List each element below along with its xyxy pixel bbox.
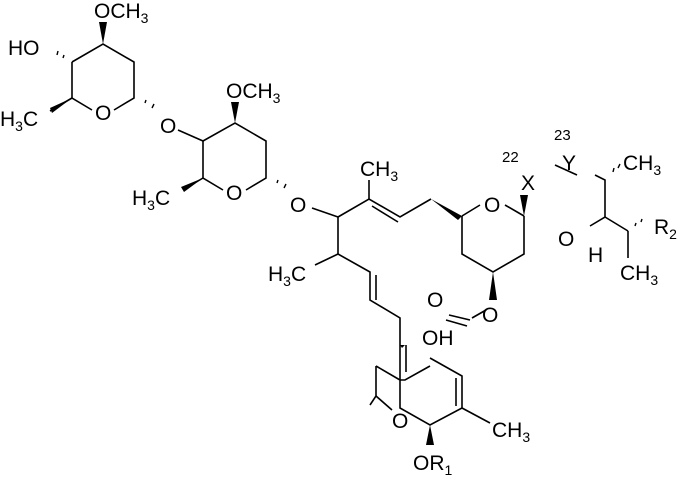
spiro-ring-oxygen-2: O xyxy=(558,228,574,251)
atom-y-label: Y xyxy=(562,152,576,175)
ethyl-methyl-label: CH3 xyxy=(620,262,658,288)
glycosidic-oxygen-2: O xyxy=(290,194,306,217)
hydroxyl-label: OH xyxy=(422,327,454,350)
sugar-2: OCH3 H3C O O xyxy=(132,80,306,217)
sugar2-methyl-label: H3C xyxy=(132,187,170,213)
sugar1-ring-oxygen: O xyxy=(95,102,111,125)
cyclohexene-methyl-label: CH3 xyxy=(492,419,530,445)
macrocycle: CH3 H3C xyxy=(268,158,462,380)
atom-x-label: X xyxy=(521,172,535,195)
furan-oxygen: O xyxy=(392,410,408,433)
macrocycle-methyl-label: H3C xyxy=(268,263,306,289)
sugar1-hydroxy-label: HO xyxy=(8,37,40,60)
spiroketal: O O 22 23 X Y CH3 R2 H CH3 xyxy=(461,127,677,300)
sugar1-methyl-label: H3C xyxy=(0,108,38,134)
sugar2-methoxy-label: OCH3 xyxy=(226,80,281,106)
r2-label: R2 xyxy=(654,216,677,242)
or1-label: OR1 xyxy=(413,452,453,478)
lactone-carbonyl-oxygen: O xyxy=(427,289,443,312)
position-23-label: 23 xyxy=(554,127,571,144)
lactone-ring-oxygen: O xyxy=(482,304,498,327)
glycosidic-oxygen-1: O xyxy=(160,115,176,138)
ring-methyl-label: CH3 xyxy=(623,152,661,178)
position-22-label: 22 xyxy=(502,149,519,166)
sugar-1: OCH3 HO H3C O O xyxy=(0,0,176,138)
vinyl-methyl-label: CH3 xyxy=(360,158,398,184)
sugar2-ring-oxygen: O xyxy=(226,182,242,205)
hydrogen-label: H xyxy=(588,244,603,267)
lactone-benzofuran: O O OH O CH3 OR1 xyxy=(369,289,530,478)
spiro-ring-oxygen-1: O xyxy=(484,194,500,217)
sugar1-methoxy-label: OCH3 xyxy=(94,0,149,26)
